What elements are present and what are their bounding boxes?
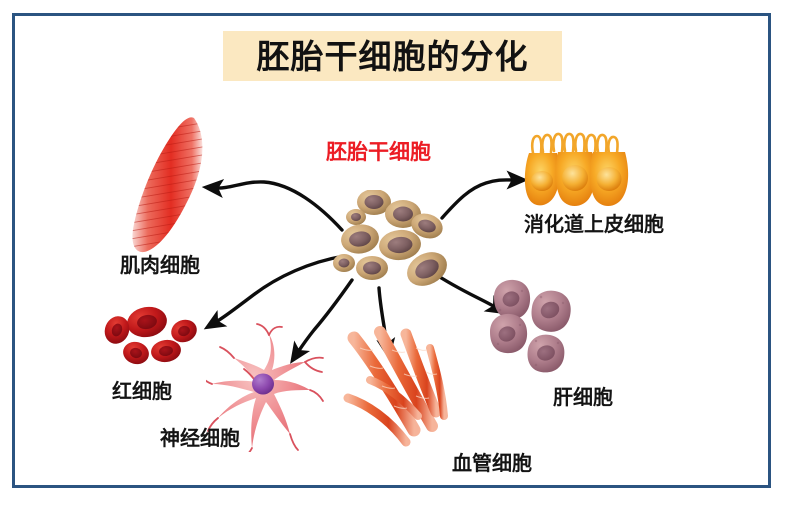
red-blood-cells-icon xyxy=(104,306,197,365)
label-muscle-cell: 肌肉细胞 xyxy=(120,255,200,277)
label-nerve-cell: 神经细胞 xyxy=(160,428,240,450)
epithelial-cells-icon xyxy=(524,132,629,206)
page-title: 胚胎干细胞的分化 xyxy=(256,37,529,75)
poster-border xyxy=(12,13,771,488)
liver-cells-icon xyxy=(490,279,571,373)
title-banner: 胚胎干细胞的分化 xyxy=(223,31,562,81)
label-digestive-epithelial-cell: 消化道上皮细胞 xyxy=(524,214,664,236)
blood-vessel-icon xyxy=(343,326,448,447)
label-red-blood-cell: 红细胞 xyxy=(112,381,172,403)
label-embryonic-stem-cell: 胚胎干细胞 xyxy=(326,141,431,164)
stem-cell-cluster-icon xyxy=(333,190,447,286)
neuron-icon xyxy=(206,323,324,452)
muscle-fiber-icon xyxy=(132,117,203,253)
label-liver-cell: 肝细胞 xyxy=(553,387,613,409)
label-blood-vessel-cell: 血管细胞 xyxy=(452,453,532,475)
